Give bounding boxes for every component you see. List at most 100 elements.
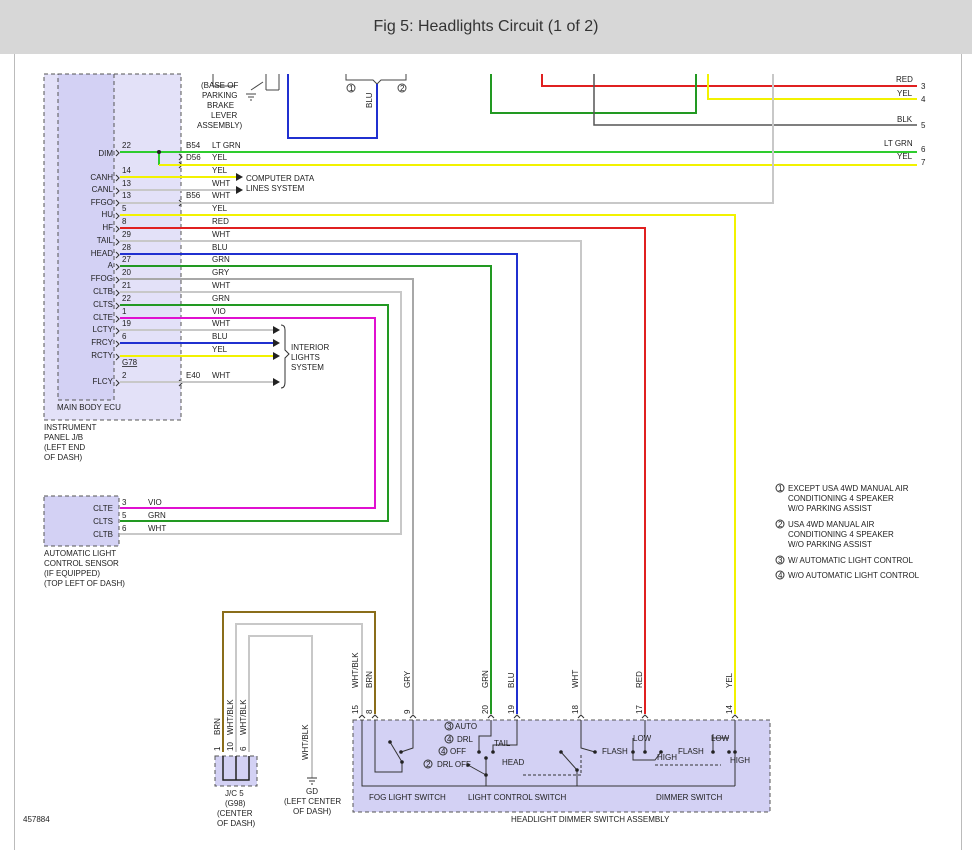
label-blu: BLU (212, 243, 228, 252)
ecu-num-21: 22 (122, 294, 131, 303)
ecu-num-1: 19 (122, 319, 131, 328)
ecu-num-2: 2 (122, 371, 127, 380)
wire-wht-cltb (120, 291, 402, 535)
ecu-pin-flcy: FLCY (93, 377, 114, 386)
sensor-num-5: 5 (122, 511, 127, 520)
label-wht-5: WHT (212, 319, 230, 328)
sw-label-tail: TAIL (494, 739, 511, 748)
wire-wht-ffgo (120, 74, 774, 204)
label-red: RED (212, 217, 229, 226)
jc-wire-whtblk-1: WHT/BLK (226, 699, 235, 735)
jc5-label-2: (G98) (225, 799, 246, 808)
assembly-label: HEADLIGHT DIMMER SWITCH ASSEMBLY (511, 815, 670, 824)
jc-wires (222, 611, 376, 778)
switch-internals (361, 720, 736, 787)
wire-brn-jc (222, 611, 376, 752)
label-vio: VIO (212, 307, 226, 316)
note-4-num: 4 (778, 571, 783, 580)
ecu-pin-a: A (108, 261, 114, 270)
blk-wire-5 (593, 74, 917, 126)
ecu-pin-cltb: CLTB (93, 287, 113, 296)
instrument-panel-label-4: OF DASH) (44, 453, 83, 462)
ecu-pin-labels: DIM CANH CANL FFGO HU HF TAIL HEAD A FFO… (90, 149, 113, 386)
top-connector-group: 1 2 BLU (287, 74, 407, 139)
blu-top-wire (287, 74, 378, 139)
jc-pin-1: 1 (213, 746, 222, 751)
top-blu-label: BLU (365, 92, 374, 108)
wire-grn-clts (120, 304, 389, 522)
sw-pin-14: 14 (725, 705, 734, 714)
wiring-diagram: (BASE OF PARKING BRAKE LEVER ASSEMBLY) 1… (14, 54, 962, 850)
ecu-pin-head: HEAD (91, 249, 113, 258)
sw-pin-17: 17 (635, 705, 644, 714)
sensor-num-6: 6 (122, 524, 127, 533)
wire-label-ltgrn: LT GRN (884, 139, 913, 148)
light-sensor-box (43, 495, 120, 547)
ecu-num-22b: 1 (122, 307, 127, 316)
switch-labels: 3 AUTO 4 DRL 4 OFF 2 DRL OFF TAIL HEAD F… (369, 721, 750, 824)
sw-label-auto: AUTO (455, 722, 477, 731)
sw-wire-red: RED (635, 671, 644, 688)
ecu-pin-frcy: FRCY (91, 338, 113, 347)
ecu-num-5: 5 (122, 204, 127, 213)
ecu-num-27: 20 (122, 268, 131, 277)
jc5-label-4: OF DASH) (217, 819, 256, 828)
label-wht-6: WHT (212, 371, 230, 380)
main-body-ecu-label: MAIN BODY ECU (57, 403, 121, 412)
sensor-label-3: (IF EQUIPPED) (44, 569, 100, 578)
label-wht-1: WHT (212, 179, 230, 188)
ecu-pin-lcty: LCTY (93, 325, 114, 334)
interior-lights-label-1: INTERIOR (291, 343, 329, 352)
connector-b54: B54 (186, 141, 201, 150)
connector-e40: E40 (186, 371, 201, 380)
wire-whtblk-jc-1 (235, 623, 363, 752)
sw-wire-brn: BRN (365, 671, 374, 688)
jc-pin-10: 10 (226, 742, 235, 751)
main-body-ecu-box (57, 73, 115, 401)
top-circle-1: 1 (349, 84, 354, 93)
ground-icon (307, 777, 317, 785)
label-wht-4: WHT (212, 281, 230, 290)
parking-brake-label-4: LEVER (211, 111, 237, 120)
label-blu-2: BLU (212, 332, 228, 341)
sensor-num-3: 3 (122, 498, 127, 507)
wire-gry-ffog (120, 278, 414, 714)
top-circle-2: 2 (400, 84, 405, 93)
wire-label-blk: BLK (897, 115, 913, 124)
ecu-num-14: 14 (122, 166, 131, 175)
sw-pin-19: 19 (507, 705, 516, 714)
ecu-num-29: 28 (122, 243, 131, 252)
parking-brake-switch: (BASE OF PARKING BRAKE LEVER ASSEMBLY) (197, 74, 280, 130)
note-3-num: 3 (778, 556, 783, 565)
label-grn-1: GRN (212, 255, 230, 264)
jc5-label: J/C 5 (G98) (CENTER OF DASH) (217, 789, 256, 828)
svg-text:4: 4 (441, 747, 446, 756)
sw-wire-yel: YEL (725, 672, 734, 688)
parking-brake-label-1: (BASE OF (201, 81, 238, 90)
label-wht-3: WHT (212, 230, 230, 239)
wire-label-yel-7: YEL (897, 152, 913, 161)
sw-pin-8: 8 (365, 709, 374, 714)
ecu-pin-tail: TAIL (97, 236, 114, 245)
computer-data-lines: COMPUTER DATA LINES SYSTEM (236, 173, 315, 194)
ground-label-2: (LEFT CENTER (284, 797, 341, 806)
parking-brake-label-2: PARKING (202, 91, 237, 100)
sw-label-low-1: LOW (633, 734, 652, 743)
connector-g78: G78 (122, 358, 138, 367)
ecu-pin-chevrons (115, 149, 183, 387)
sw-label-drl: DRL (457, 735, 474, 744)
figure-title: Fig 5: Headlights Circuit (1 of 2) (373, 18, 599, 35)
sensor-label-4: (TOP LEFT OF DASH) (44, 579, 125, 588)
ecu-num-19: 6 (122, 332, 127, 341)
note-2-num: 2 (778, 520, 783, 529)
yel-wire-4 (707, 74, 917, 100)
sw-wire-whtblk: WHT/BLK (351, 652, 360, 688)
figure-header: Fig 5: Headlights Circuit (1 of 2) (0, 0, 972, 54)
wire-label-yel: YEL (897, 89, 913, 98)
connector-d56: D56 (186, 153, 201, 162)
sw-pin-15: 15 (351, 705, 360, 714)
ecu-pin-dim: DIM (98, 149, 113, 158)
wire-whtblk-jc-2 (248, 635, 313, 778)
red-wire-3 (541, 74, 917, 87)
ecu-pin-rcty: RCTY (91, 351, 113, 360)
